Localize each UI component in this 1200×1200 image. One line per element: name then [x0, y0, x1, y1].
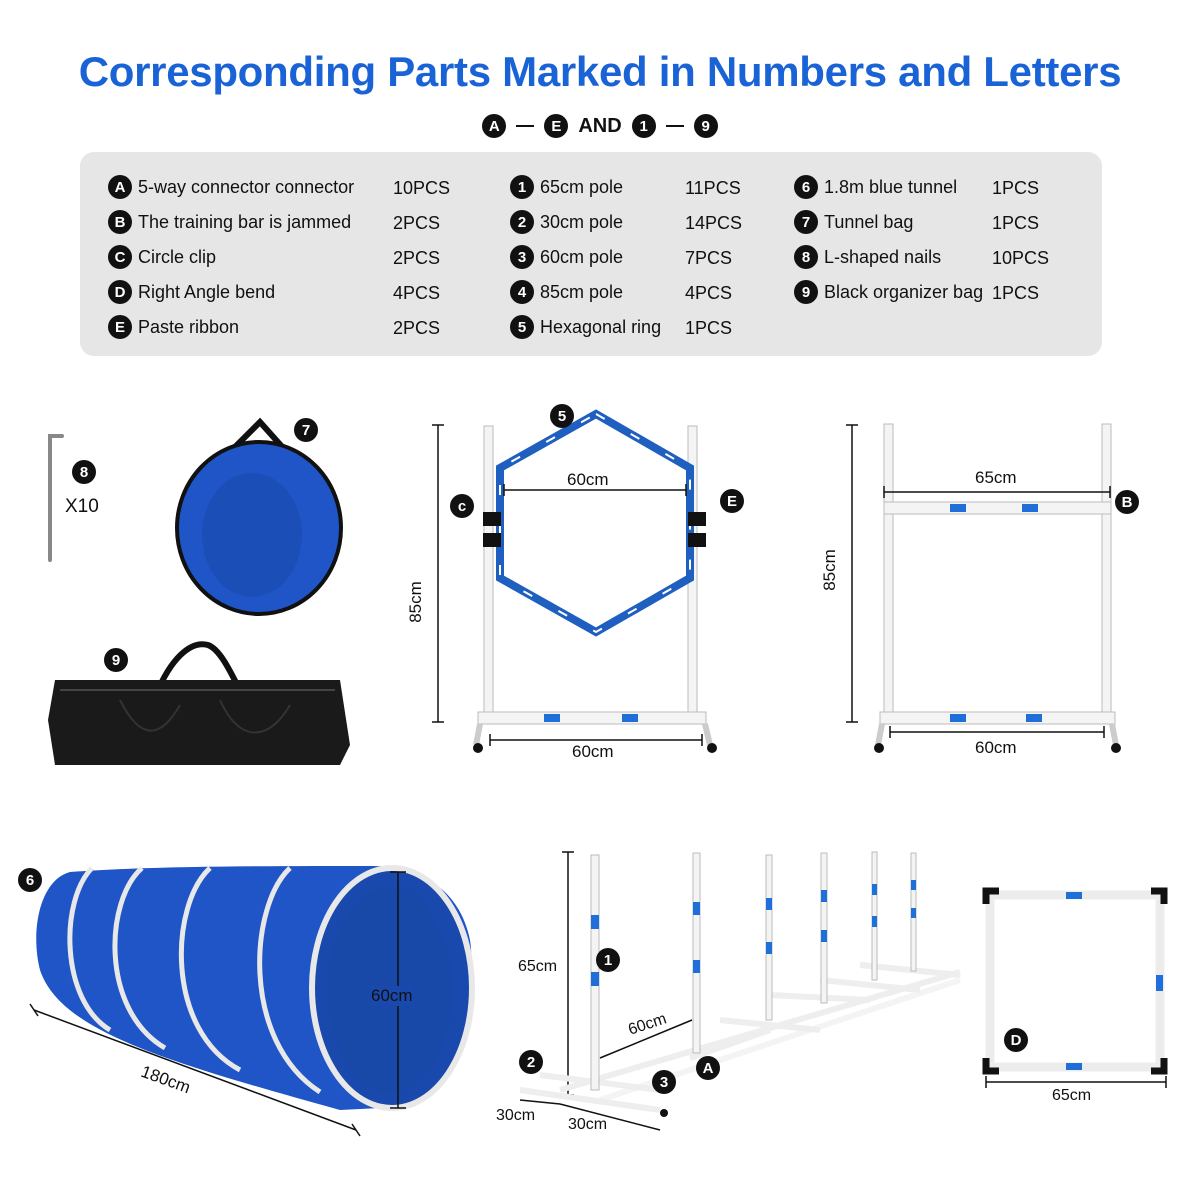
- legend-part-quantity: 2PCS: [393, 248, 441, 268]
- dash: [665, 125, 684, 127]
- legend-part-name: 60cm pole: [540, 246, 624, 267]
- legend-item-letters-3: D Right Angle bend 4PCS: [108, 279, 448, 305]
- legend-part-name: Right Angle bend: [138, 281, 276, 302]
- legend-part-quantity: 2PCS: [393, 213, 441, 233]
- hoop-height-label: 85cm: [405, 581, 425, 623]
- legend-item-numbers_b-1: 7 Tunnel bag 1PCS: [794, 209, 1056, 235]
- hoop-width-label: 60cm: [567, 470, 609, 489]
- legend-part-quantity: 1PCS: [992, 213, 1040, 233]
- badge-a: A: [482, 114, 507, 138]
- legend-part-name: Tunnel bag: [824, 211, 914, 232]
- nails-count-label: X10: [65, 496, 99, 517]
- square-width-label: 65cm: [1052, 1087, 1092, 1104]
- legend-badge: 8: [794, 245, 818, 269]
- badge-6-tunnel: 6: [18, 868, 42, 892]
- badge-e-ribbon: E: [720, 489, 744, 513]
- subtitle: A E AND 1 9: [0, 114, 1200, 138]
- legend-part-quantity: 1PCS: [685, 318, 733, 338]
- legend-part-name: 65cm pole: [540, 176, 624, 197]
- legend-badge: 5: [510, 315, 534, 339]
- dash: [516, 125, 535, 127]
- legend-badge: 7: [794, 210, 818, 234]
- jump-width-label: 65cm: [975, 468, 1017, 487]
- legend-item-letters-2: C Circle clip 2PCS: [108, 244, 448, 270]
- badge-1: 1: [631, 114, 656, 138]
- legend-badge: 2: [510, 210, 534, 234]
- legend-part-quantity: 2PCS: [393, 318, 441, 338]
- legend-badge: E: [108, 315, 132, 339]
- badge-9-organizer-bag: 9: [104, 648, 128, 672]
- legend-part-quantity: 11PCS: [685, 178, 741, 198]
- subtitle-joiner: AND: [578, 114, 622, 137]
- legend-part-name: L-shaped nails: [824, 246, 942, 267]
- badge-b-bar: B: [1115, 490, 1139, 514]
- legend-item-numbers_a-2: 3 60cm pole 7PCS: [510, 244, 742, 270]
- legend-item-letters-4: E Paste ribbon 2PCS: [108, 314, 448, 340]
- badge-3-base: 3: [652, 1070, 676, 1094]
- weave-poles-diagram: [519, 851, 961, 1131]
- legend-item-numbers_b-3: 9 Black organizer bag 1PCS: [794, 279, 1056, 305]
- parts-legend: A 5-way connector connector 10PCS B The trai…: [80, 152, 1102, 356]
- legend-badge: C: [108, 245, 132, 269]
- legend-badge: 1: [510, 175, 534, 199]
- legend-part-name: Hexagonal ring: [540, 316, 662, 337]
- badge-e: E: [544, 114, 569, 138]
- badge-8-nails: 8: [72, 460, 96, 484]
- legend-part-quantity: 4PCS: [685, 283, 733, 303]
- badge-5-hex-ring: 5: [550, 404, 574, 428]
- badge-2-foot: 2: [519, 1050, 543, 1074]
- badge-1-pole: 1: [596, 948, 620, 972]
- legend-item-numbers_a-1: 2 30cm pole 14PCS: [510, 209, 742, 235]
- legend-item-numbers_b-2: 8 L-shaped nails 10PCS: [794, 244, 1056, 270]
- legend-badge: 9: [794, 280, 818, 304]
- legend-badge: 3: [510, 245, 534, 269]
- square-frame-diagram: [982, 887, 1168, 1088]
- legend-item-numbers_a-4: 5 Hexagonal ring 1PCS: [510, 314, 742, 340]
- legend-part-quantity: 4PCS: [393, 283, 441, 303]
- hoop-base-label: 60cm: [572, 742, 614, 761]
- legend-badge: D: [108, 280, 132, 304]
- badge-a-connector: A: [696, 1056, 720, 1080]
- legend-part-quantity: 10PCS: [393, 178, 451, 198]
- l-shaped-nail-icon: [48, 434, 64, 562]
- badge-c-clip: c: [450, 494, 474, 518]
- organizer-bag-icon: [48, 641, 350, 765]
- jump-frame-diagram: [846, 423, 1121, 753]
- hoop-frame-diagram: [432, 409, 717, 753]
- legend-part-quantity: 14PCS: [685, 213, 743, 233]
- legend-part-name: 30cm pole: [540, 211, 624, 232]
- legend-part-name: 1.8m blue tunnel: [824, 176, 958, 197]
- legend-part-quantity: 7PCS: [685, 248, 733, 268]
- legend-badge: B: [108, 210, 132, 234]
- badge-9: 9: [693, 114, 718, 138]
- badge-d-corner: D: [1004, 1028, 1028, 1052]
- tunnel-bag-icon: [175, 417, 343, 616]
- legend-badge: 6: [794, 175, 818, 199]
- legend-part-name: The training bar is jammed: [138, 211, 352, 232]
- jump-height-label: 85cm: [819, 549, 839, 591]
- legend-part-name: 85cm pole: [540, 281, 624, 302]
- legend-badge: 4: [510, 280, 534, 304]
- weave-foot-b-label: 30cm: [568, 1116, 608, 1133]
- legend-item-letters-0: A 5-way connector connector 10PCS: [108, 174, 451, 200]
- legend-part-name: 5-way connector connector: [138, 176, 355, 197]
- jump-base-label: 60cm: [975, 738, 1017, 757]
- legend-item-numbers_a-3: 4 85cm pole 4PCS: [510, 279, 742, 305]
- legend-part-name: Black organizer bag: [824, 281, 984, 302]
- weave-foot-a-label: 30cm: [496, 1107, 536, 1124]
- legend-part-quantity: 1PCS: [992, 283, 1040, 303]
- legend-part-name: Paste ribbon: [138, 316, 240, 337]
- legend-item-numbers_a-0: 1 65cm pole 11PCS: [510, 174, 742, 200]
- page-title: Corresponding Parts Marked in Numbers an…: [78, 48, 1122, 95]
- legend-item-letters-1: B The training bar is jammed 2PCS: [108, 209, 448, 235]
- weave-height-label: 65cm: [518, 958, 558, 975]
- legend-badge: A: [108, 175, 132, 199]
- badge-7-tunnel-bag: 7: [294, 418, 318, 442]
- legend-part-quantity: 10PCS: [992, 248, 1050, 268]
- legend-item-numbers_b-0: 6 1.8m blue tunnel 1PCS: [794, 174, 1056, 200]
- tunnel-diameter-label: 60cm: [371, 986, 413, 1006]
- legend-part-name: Circle clip: [138, 246, 217, 267]
- legend-part-quantity: 1PCS: [992, 178, 1040, 198]
